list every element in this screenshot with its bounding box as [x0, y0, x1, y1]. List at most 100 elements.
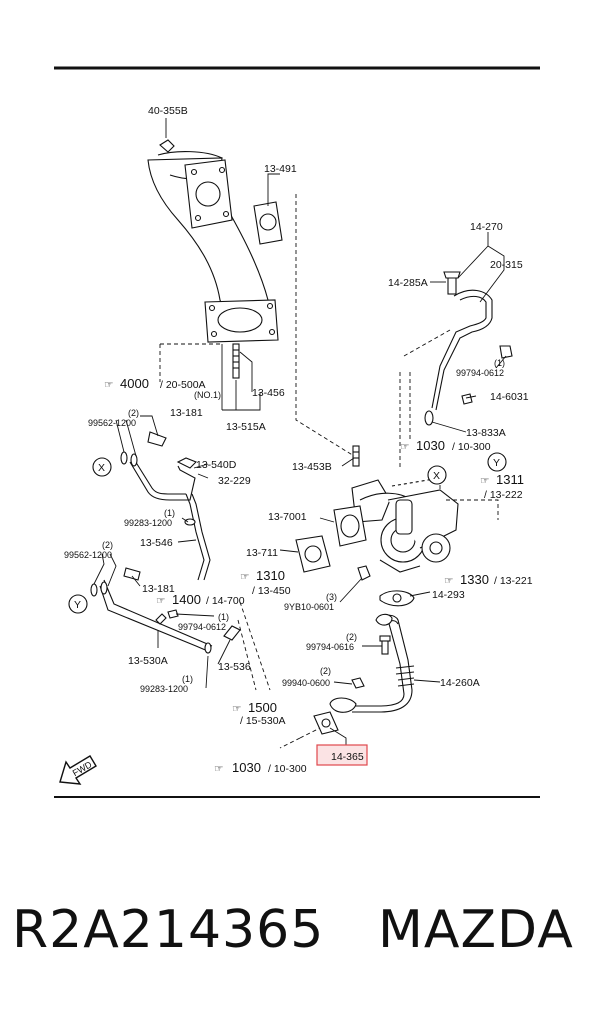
label-13-491: 13-491 [264, 163, 297, 175]
label-13-7001: 13-7001 [268, 511, 307, 523]
qty-label: (1) [182, 674, 193, 684]
ref-number: 1310 [256, 568, 285, 583]
label-13-530a: 13-530A [128, 655, 168, 667]
ref-1330[interactable]: ☞ 1330 / 13-221 [444, 572, 533, 587]
marker-x-label: X [433, 470, 440, 482]
qty-label: (1) [494, 358, 505, 368]
ref-1400[interactable]: ☞ 1400 / 14-700 [156, 592, 245, 607]
brand-name: MAZDA [378, 900, 574, 960]
label-99283-1200-upper: 99283-1200 [124, 518, 172, 528]
water-pipe-upper-drawing [120, 431, 211, 581]
ref-1030-lower[interactable]: ☞ 1030 / 10-300 [214, 760, 307, 775]
footer: R2A214365 MAZDA [0, 900, 600, 980]
ref-1310[interactable]: ☞ 1310 / 13-450 [240, 568, 291, 597]
ref-1311[interactable]: ☞ 1311 / 13-222 [480, 472, 524, 501]
quantity-labels: (1) (2) (1) (2) (1) (3) (2) (2) (1) [102, 358, 505, 684]
hand-pointer-icon: ☞ [400, 441, 409, 453]
connector-markers: X X Y Y [68, 452, 507, 614]
ref-section: / 13-222 [484, 489, 523, 501]
qty-label: (2) [128, 408, 139, 418]
label-99562-1200-upper: 99562-1200 [88, 418, 136, 428]
highlighted-part-14-365[interactable]: 14-365 [316, 744, 368, 766]
marker-x-right: X [427, 465, 447, 485]
qty-label: (1) [218, 612, 229, 622]
forward-direction-arrow: FWD [59, 755, 97, 785]
oil-feed-pipe-14-270-drawing [424, 271, 513, 426]
label-13-181-upper: 13-181 [170, 407, 203, 419]
label-13-453b: 13-453B [292, 461, 332, 473]
fwd-arrow-icon [59, 755, 97, 785]
ref-section: / 10-300 [452, 441, 491, 453]
ref-number: 1030 [232, 760, 261, 775]
label-14-6031: 14-6031 [490, 391, 529, 403]
turbocharger-drawing [351, 477, 459, 573]
ref-section: / 13-450 [252, 585, 291, 597]
label-99562-1200-lower: 99562-1200 [64, 550, 112, 560]
ref-1500[interactable]: ☞ 1500 / 15-530A [232, 700, 286, 727]
qty-label: (2) [346, 632, 357, 642]
marker-y-label: Y [74, 599, 81, 611]
studs-13-456-drawing [232, 343, 240, 379]
label-13-833a: 13-833A [466, 427, 506, 439]
marker-x-left: X [92, 457, 112, 477]
water-pipe-lower-drawing [90, 567, 241, 654]
label-13-536: 13-536 [218, 661, 251, 673]
bolt-9yb10-0601-drawing [357, 565, 371, 581]
ref-number: 1500 [248, 700, 277, 715]
label-13-540d: 13-540D [196, 459, 237, 471]
oil-return-pipe-14-260a-drawing [329, 613, 415, 713]
label-40-355b: 40-355B [148, 105, 188, 117]
marker-y-label: Y [493, 457, 500, 469]
label-13-546: 13-546 [140, 537, 173, 549]
gasket-13-7001-drawing [333, 505, 367, 547]
label-32-229: 32-229 [218, 475, 251, 487]
label-99794-0612-lower: 99794-0612 [178, 622, 226, 632]
ref-number: 1030 [416, 438, 445, 453]
label-99940-0600: 99940-0600 [282, 678, 330, 688]
exhaust-pipe-drawing [147, 139, 279, 343]
ref-4000[interactable]: ☞ 4000 / 20-500A (NO.1) [104, 376, 221, 400]
ref-section: / 15-530A [240, 715, 286, 727]
ref-section: / 20-500A [160, 379, 206, 391]
ref-section: / 14-700 [206, 595, 245, 607]
leader-lines [93, 118, 507, 752]
qty-label: (3) [326, 592, 337, 602]
marker-x-label: X [98, 462, 105, 474]
part-labels: 40-355B 13-491 14-270 20-315 14-285A 13-… [64, 105, 529, 694]
hand-pointer-icon: ☞ [240, 571, 249, 583]
label-13-181-lower: 13-181 [142, 583, 175, 595]
hand-pointer-icon: ☞ [444, 575, 453, 587]
label-99794-0612-top: 99794-0612 [456, 368, 504, 378]
label-99283-1200-lower: 99283-1200 [140, 684, 188, 694]
washer-99940-0600-drawing [351, 677, 365, 689]
gasket-14-293-drawing [379, 590, 415, 607]
ref-number: 1311 [496, 472, 524, 487]
label-13-456: 13-456 [252, 387, 285, 399]
bolt-99794-0616-drawing [379, 635, 391, 655]
hand-pointer-icon: ☞ [104, 379, 113, 391]
qty-label: (2) [320, 666, 331, 676]
ref-number: 4000 [120, 376, 149, 391]
hand-pointer-icon: ☞ [214, 763, 223, 775]
ref-number: 1400 [172, 592, 201, 607]
gasket-13-711-drawing [295, 535, 331, 573]
marker-y-left: Y [68, 594, 88, 614]
label-14-293: 14-293 [432, 589, 465, 601]
ref-1030-upper[interactable]: ☞ 1030 / 10-300 [400, 438, 491, 453]
ref-number: 1330 [460, 572, 489, 587]
qty-label: (2) [102, 540, 113, 550]
label-20-315: 20-315 [490, 259, 523, 271]
hand-pointer-icon: ☞ [480, 475, 489, 487]
label-9yb10-0601: 9YB10-0601 [284, 602, 334, 612]
label-13-711: 13-711 [246, 547, 278, 559]
ref-section: / 10-300 [268, 763, 307, 775]
highlight-box [316, 744, 368, 766]
ref-section: / 13-221 [494, 575, 533, 587]
hand-pointer-icon: ☞ [232, 703, 241, 715]
label-14-285a: 14-285A [388, 277, 428, 289]
gasket-13-491-drawing [253, 201, 283, 245]
label-13-515a: 13-515A [226, 421, 266, 433]
part-number: R2A214365 [12, 900, 325, 960]
dashed-reference-lines [159, 194, 499, 749]
